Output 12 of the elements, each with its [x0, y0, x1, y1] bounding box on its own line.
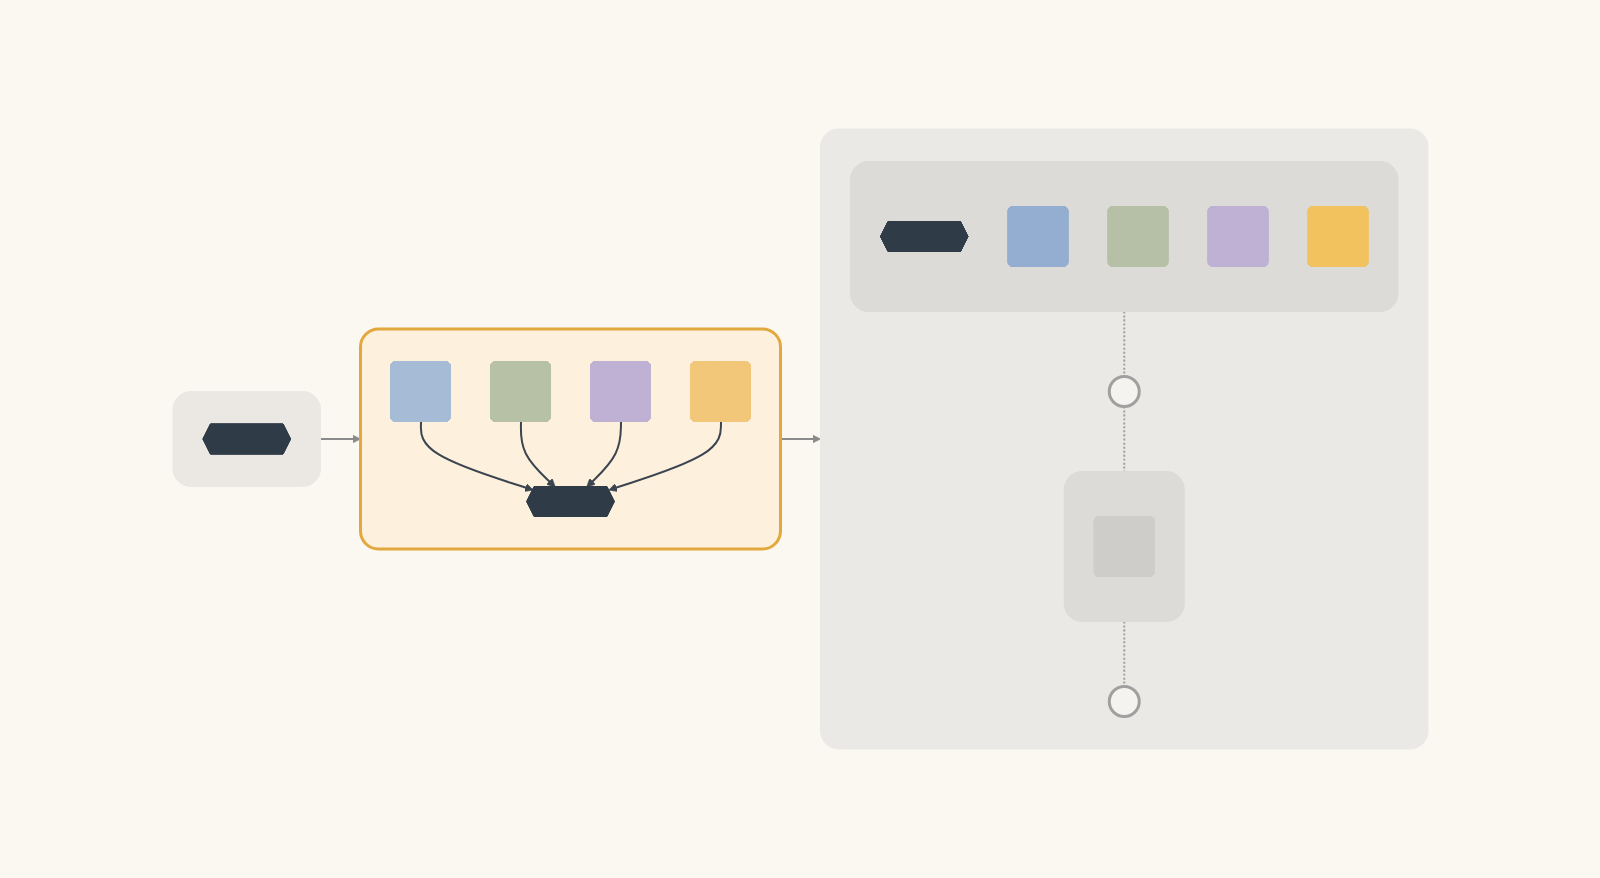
arrow [585, 421, 622, 488]
node-circle [1107, 375, 1141, 408]
cluster [358, 327, 782, 551]
cluster [172, 391, 321, 487]
arrow [319, 434, 361, 444]
cluster [1063, 471, 1185, 622]
node-circle [1107, 685, 1141, 718]
cluster [819, 128, 1428, 750]
arrow [607, 421, 722, 492]
arrow [519, 421, 556, 488]
cluster [849, 161, 1398, 312]
arrow [419, 421, 534, 492]
